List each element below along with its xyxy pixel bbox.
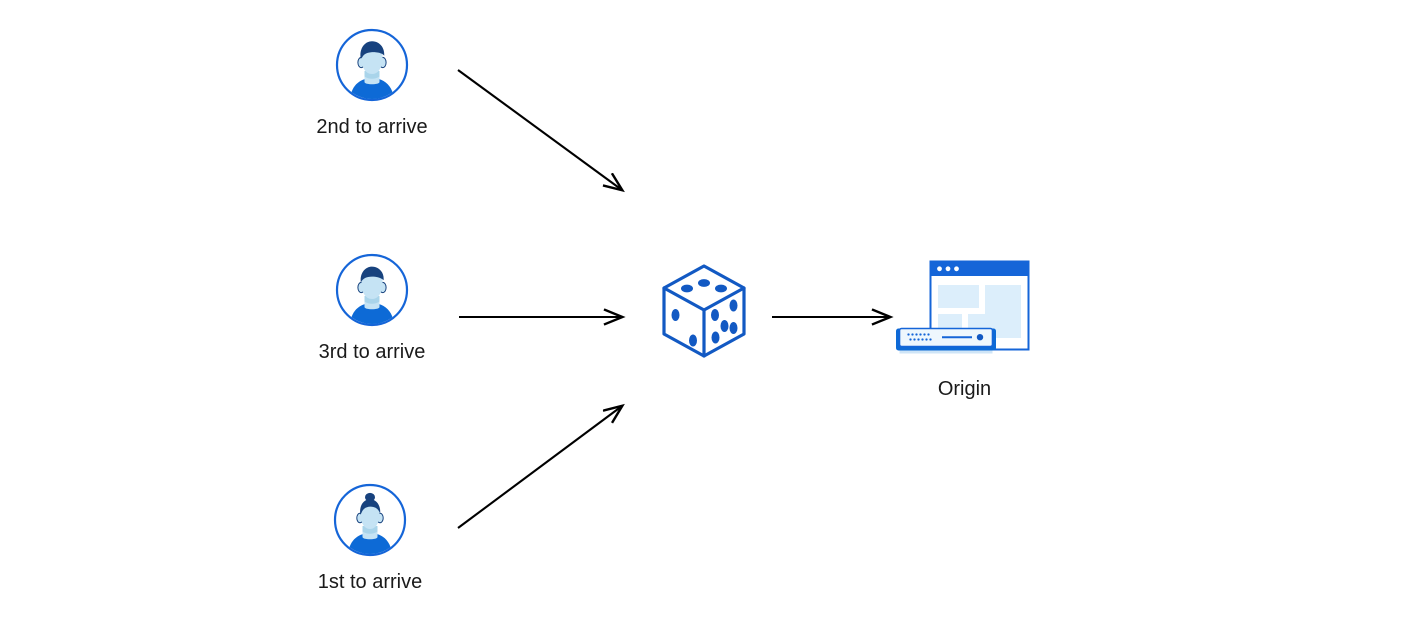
client-node-1st: 1st to arrive <box>290 483 450 595</box>
server-appliance-icon <box>896 327 996 354</box>
user-avatar-bun-hair-icon <box>333 483 407 557</box>
dice-icon <box>658 262 750 360</box>
client-label-3rd: 3rd to arrive <box>318 341 426 363</box>
browser-window-with-server-icon <box>888 258 1043 358</box>
origin-node: Origin <box>888 258 1043 402</box>
client-label-1st: 1st to arrive <box>317 571 423 593</box>
user-avatar-short-hair-icon <box>335 28 409 102</box>
client-node-3rd: 3rd to arrive <box>292 253 452 365</box>
arrow-1st-to-dice <box>457 406 622 529</box>
user-avatar-short-hair-icon <box>335 253 409 327</box>
client-node-2nd: 2nd to arrive <box>292 28 452 140</box>
client-label-2nd: 2nd to arrive <box>316 116 428 138</box>
random-balancer-node <box>658 262 750 360</box>
origin-label: Origin <box>937 378 992 400</box>
arrow-2nd-to-dice <box>457 69 622 190</box>
